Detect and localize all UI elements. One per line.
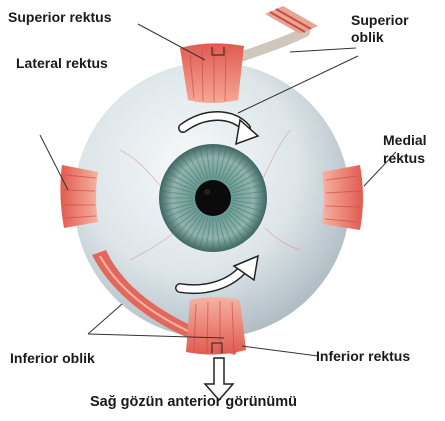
label-lateral-rectus: Lateral rektus (16, 55, 108, 71)
lateral-rectus-muscle (60, 165, 98, 228)
label-inferior-rectus: Inferior rektus (316, 348, 410, 364)
label-medial-rectus-line1: Medial (383, 132, 427, 148)
leader-inferior-oblique-a (88, 304, 122, 334)
medial-rectus-muscle (322, 165, 363, 230)
leader-lateral-rectus (40, 135, 68, 190)
leader-superior-oblique-a (290, 48, 356, 52)
pupil-highlight (204, 189, 210, 195)
label-superior-rectus: Superior rektus (8, 9, 111, 25)
leader-inferior-rectus (242, 346, 318, 356)
pupil (195, 180, 231, 216)
label-medial-rectus-line2: rektus (383, 150, 425, 166)
superior-oblique-tendon (232, 6, 318, 60)
label-inferior-oblique: Inferior oblik (10, 350, 95, 366)
label-superior-oblique-line1: Superior (351, 12, 409, 28)
inferior-rectus-muscle (186, 297, 246, 355)
figure-caption: Sağ gözün anterior görünümü (90, 394, 297, 410)
label-superior-oblique-line2: oblik (351, 29, 384, 45)
leader-superior-rectus (138, 24, 205, 60)
superior-rectus-muscle (180, 43, 244, 103)
